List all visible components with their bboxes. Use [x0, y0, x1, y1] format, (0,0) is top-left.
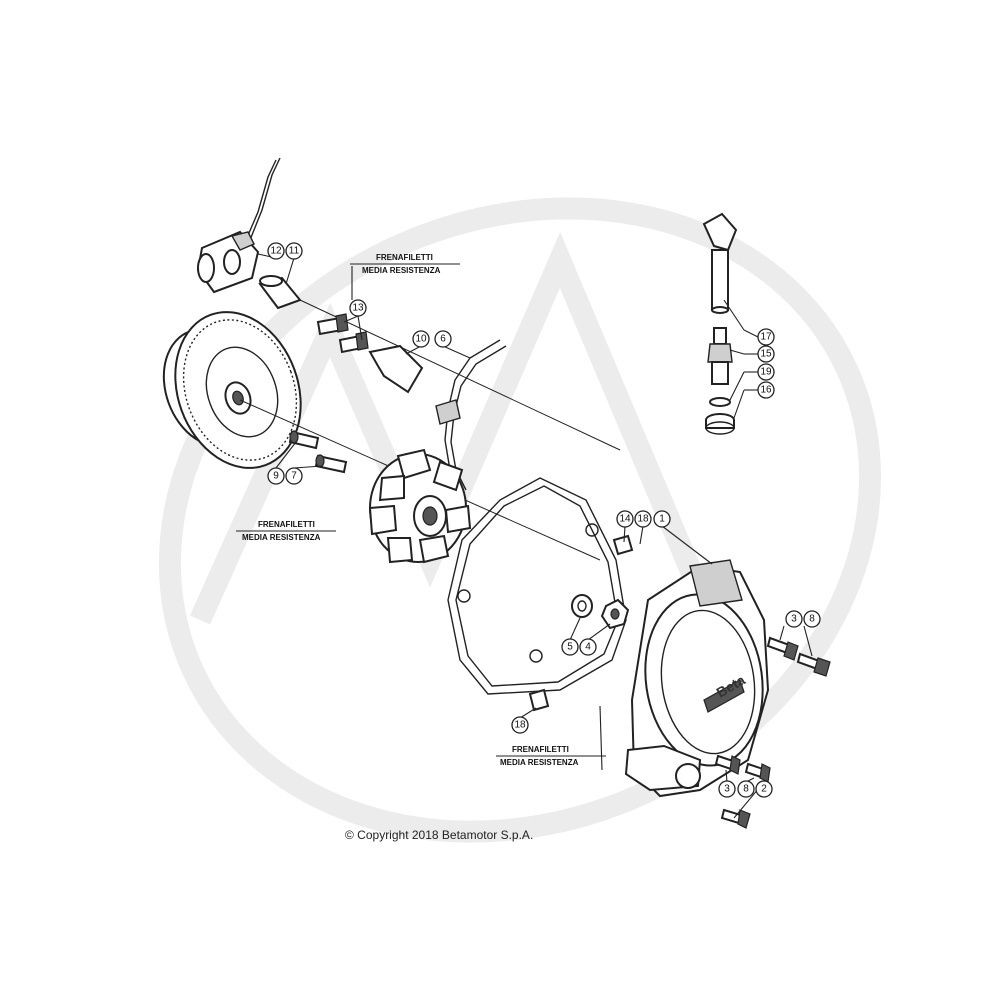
callout-18-upper: 18 [634, 510, 652, 528]
screw-9 [288, 430, 320, 450]
callout-10: 10 [412, 330, 430, 348]
callout-17: 17 [757, 328, 775, 346]
pickup-sensor [196, 157, 281, 294]
callout-18-lower: 18 [511, 716, 529, 734]
callout-8-bottom-label: 8 [743, 784, 749, 795]
callout-9: 9 [267, 467, 285, 485]
stator [368, 448, 472, 564]
screw-13-lower [338, 331, 369, 354]
spacer-sleeve [258, 275, 302, 310]
callout-14: 14 [616, 510, 634, 528]
callout-18-lower-label: 18 [514, 720, 526, 731]
callout-19-label: 19 [760, 367, 772, 378]
cable-plate [368, 344, 424, 394]
note-bottom-line1: FRENAFILETTI [512, 745, 569, 754]
flywheel [162, 311, 302, 469]
threadlock-note-left: FRENAFILETTI MEDIA RESISTENZA [236, 520, 336, 542]
threadlock-note-bottom: FRENAFILETTI MEDIA RESISTENZA [496, 745, 606, 767]
note-top-line2: MEDIA RESISTENZA [362, 266, 441, 275]
note-left-line1: FRENAFILETTI [258, 520, 315, 529]
callout-17-label: 17 [760, 332, 772, 343]
callout-15-label: 15 [760, 349, 772, 360]
callout-15: 15 [757, 345, 775, 363]
plug-seal [705, 413, 735, 435]
spark-plug-cap [702, 212, 738, 314]
callout-4-label: 4 [585, 642, 591, 653]
callout-6-label: 6 [440, 334, 446, 345]
note-top-line1: FRENAFILETTI [376, 253, 433, 262]
cover-screw-bottom-c [720, 808, 751, 829]
callout-1-label: 1 [659, 514, 665, 525]
callout-16-label: 16 [760, 385, 772, 396]
plug-o-ring [709, 397, 731, 407]
copyright-notice: © Copyright 2018 Betamotor S.p.A. [345, 828, 533, 842]
callout-7: 7 [285, 467, 303, 485]
callout-3-bottom-label: 3 [724, 784, 730, 795]
callout-16: 16 [757, 381, 775, 399]
callout-5: 5 [561, 638, 579, 656]
callout-2-label: 2 [761, 784, 767, 795]
callout-14-label: 14 [619, 514, 631, 525]
callout-4: 4 [579, 638, 597, 656]
watermark [158, 197, 882, 843]
callout-connectors [743, 329, 759, 391]
callout-8-right-label: 8 [809, 614, 815, 625]
callout-7-label: 7 [291, 471, 297, 482]
cover-screw-bottom-a [714, 754, 741, 775]
callout-13: 13 [349, 299, 367, 317]
spark-plug [707, 327, 733, 385]
callout-12-label: 12 [270, 246, 282, 257]
callout-11-label: 11 [289, 246, 300, 257]
callout-3-right: 3 [785, 610, 803, 628]
screw-7 [314, 454, 348, 474]
callout-2: 2 [755, 780, 773, 798]
callout-12: 12 [267, 242, 285, 260]
cover-gasket [447, 477, 627, 695]
callout-19: 19 [757, 363, 775, 381]
callout-11: 11 [285, 242, 303, 260]
callout-13-label: 13 [352, 303, 364, 314]
callout-9-label: 9 [273, 471, 279, 482]
screw-13-upper [316, 313, 349, 336]
threadlock-note-top: FRENAFILETTI MEDIA RESISTENZA [350, 253, 460, 275]
note-bottom-line2: MEDIA RESISTENZA [500, 758, 579, 767]
callout-3-right-label: 3 [791, 614, 797, 625]
callout-8-right: 8 [803, 610, 821, 628]
callout-3-bottom: 3 [718, 780, 736, 798]
cover-screw-far-right [796, 652, 831, 677]
callout-6: 6 [434, 330, 452, 348]
callout-5-label: 5 [567, 642, 573, 653]
callout-8-bottom: 8 [737, 780, 755, 798]
cover-screw-right [766, 636, 799, 661]
callout-10-label: 10 [415, 334, 427, 345]
dowel-lower [528, 688, 550, 712]
callout-18-upper-label: 18 [637, 514, 649, 525]
note-left-line2: MEDIA RESISTENZA [242, 533, 321, 542]
dowel-upper [612, 534, 634, 556]
ignition-cover [624, 559, 770, 798]
callout-1: 1 [653, 510, 671, 528]
washer [571, 594, 593, 618]
flywheel-nut [600, 598, 630, 630]
cover-screw-bottom-b [744, 762, 771, 783]
